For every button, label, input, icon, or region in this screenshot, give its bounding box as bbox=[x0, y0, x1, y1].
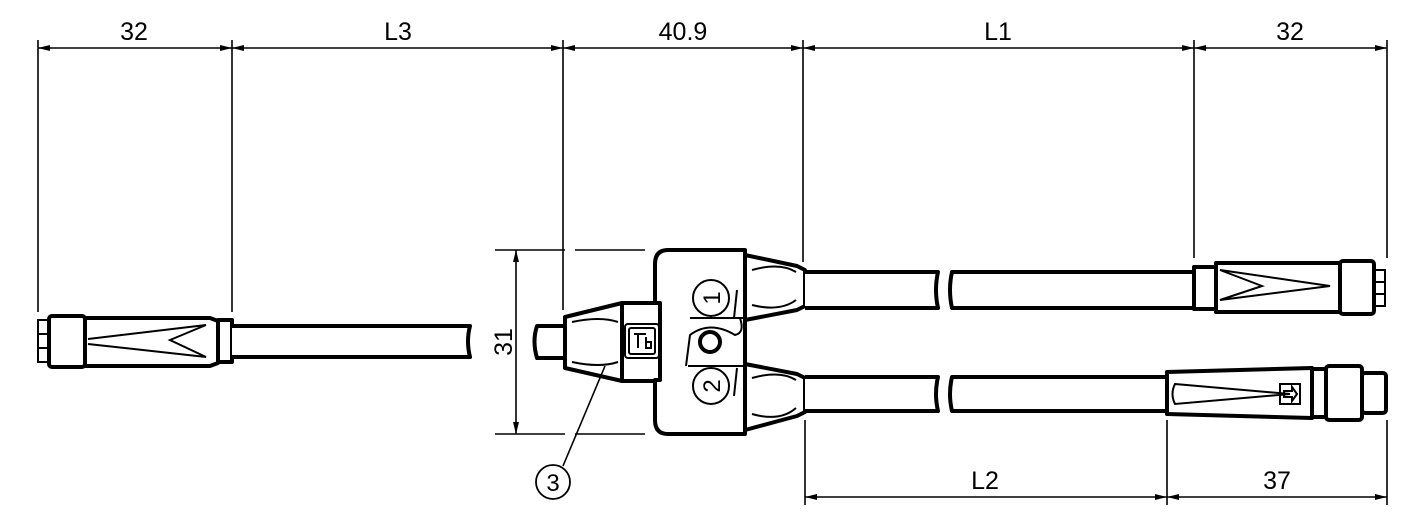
brand-logo bbox=[624, 323, 660, 359]
center-hole bbox=[698, 330, 722, 354]
dim-male-connector: 37 bbox=[1263, 467, 1291, 495]
dim-right-connector: 32 bbox=[1276, 18, 1304, 46]
dim-left-connector: 32 bbox=[120, 18, 148, 46]
item-3-callout bbox=[535, 464, 571, 500]
arrow-marking bbox=[1279, 383, 1301, 405]
dim-height: 31 bbox=[490, 328, 518, 356]
dim-splitter: 40.9 bbox=[659, 18, 708, 46]
right-upper-connector bbox=[1192, 259, 1386, 316]
port-1-label: 1 bbox=[699, 291, 726, 304]
extension-lines bbox=[37, 40, 1388, 505]
item-3-label: 3 bbox=[546, 470, 559, 497]
left-connector bbox=[37, 314, 472, 369]
dim-l2: L2 bbox=[971, 467, 999, 495]
output-cable-1 bbox=[805, 270, 1194, 310]
input-cable-stub bbox=[532, 324, 563, 360]
right-lower-connector bbox=[1165, 364, 1388, 422]
item-3-leader bbox=[562, 365, 606, 467]
dim-l3: L3 bbox=[384, 18, 412, 46]
port-1-callout bbox=[692, 279, 730, 317]
splitter-body: 1 2 bbox=[563, 248, 807, 436]
port-2-callout bbox=[692, 367, 730, 405]
port-2-label: 2 bbox=[699, 379, 726, 392]
dim-l1: L1 bbox=[984, 18, 1012, 46]
output-cable-2 bbox=[805, 375, 1167, 413]
